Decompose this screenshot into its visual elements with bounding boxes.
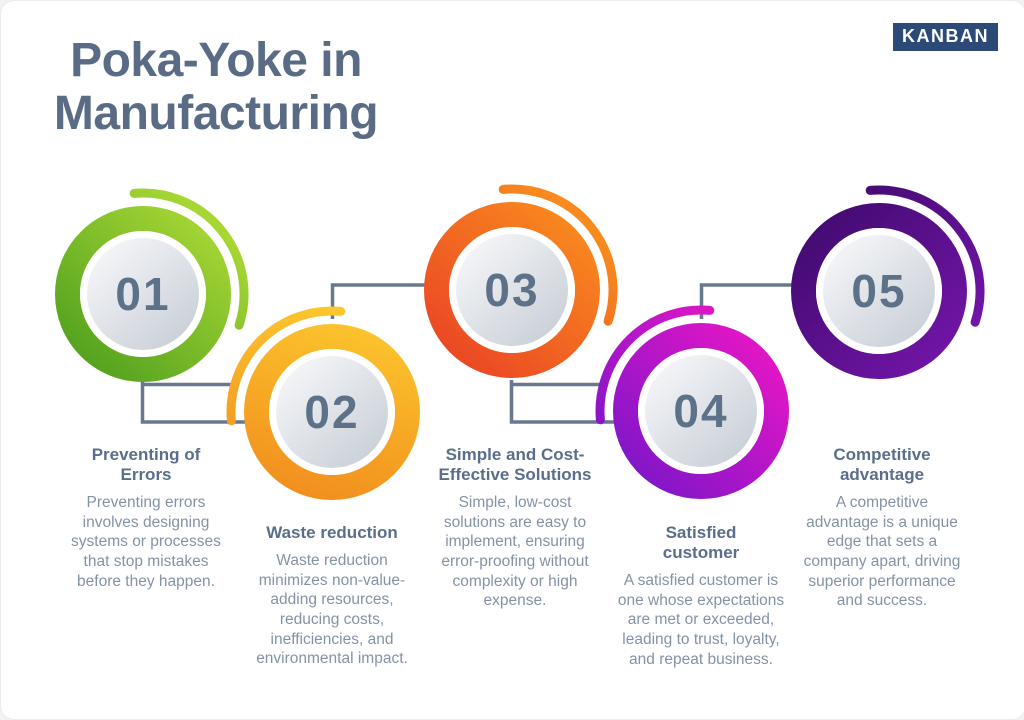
step-caption-04: Satisfied customer A satisfied customer … (601, 523, 801, 669)
number-sphere (87, 238, 199, 350)
step-number: 04 (673, 385, 728, 437)
ring (424, 202, 600, 378)
number-sphere (645, 355, 757, 467)
ring (791, 203, 967, 379)
ring (244, 324, 420, 500)
step-graphic-02: 02 (226, 306, 420, 500)
step-description: A satisfied customer is one whose expect… (617, 572, 785, 668)
step-title: Simple and Cost-Effective Solutions (438, 445, 592, 485)
step-title: Satisfied customer (662, 523, 740, 563)
step-number: 03 (484, 264, 539, 316)
step-caption-02: Waste reduction Waste reduction minimize… (232, 523, 432, 669)
step-title: Competitive advantage (833, 445, 931, 485)
number-sphere (276, 356, 388, 468)
step-graphic-04: 04 (595, 305, 789, 499)
page-title-line1: Poka-Yoke in (70, 34, 362, 87)
number-sphere (823, 235, 935, 347)
step-description: Simple, low-cost solutions are easy to i… (441, 494, 589, 610)
step-circle-05: 05 (775, 181, 995, 401)
step-number: 01 (115, 268, 170, 320)
step-circle-01: 01 (39, 184, 259, 404)
step-caption-03: Simple and Cost-Effective Solutions Simp… (415, 445, 615, 611)
page-title: Poka-Yoke in Manufacturing (26, 34, 406, 141)
page-title-line2: Manufacturing (53, 86, 379, 140)
ring (613, 323, 789, 499)
swoosh-arc-icon (226, 306, 346, 426)
swoosh-arc-icon (595, 305, 715, 425)
step-graphic-03: 03 (424, 184, 618, 378)
step-number: 02 (304, 386, 359, 438)
brand-logo: KANBAN (893, 23, 998, 51)
step-number: 05 (851, 265, 906, 317)
swoosh-arc-icon (498, 184, 618, 326)
step-circle-04: 04 (595, 301, 817, 521)
step-description: Preventing errors involves designing sys… (71, 494, 221, 590)
step-title: Preventing of Errors (91, 445, 201, 485)
step-title: Waste reduction (266, 523, 398, 542)
step-description: A competitive advantage is a unique edge… (803, 494, 961, 610)
swoosh-arc-icon (129, 188, 249, 330)
step-caption-01: Preventing of Errors Preventing errors i… (46, 445, 246, 591)
step-circle-02: 02 (226, 302, 448, 522)
step-caption-05: Competitive advantage A competitive adva… (782, 445, 982, 611)
step-description: Waste reduction minimizes non-value-addi… (256, 552, 408, 668)
ring (55, 206, 231, 382)
swoosh-arc-icon (865, 185, 985, 327)
step-circle-03: 03 (408, 180, 628, 400)
step-graphic-05: 05 (791, 185, 985, 379)
step-graphic-01: 01 (55, 188, 249, 382)
number-sphere (456, 234, 568, 346)
